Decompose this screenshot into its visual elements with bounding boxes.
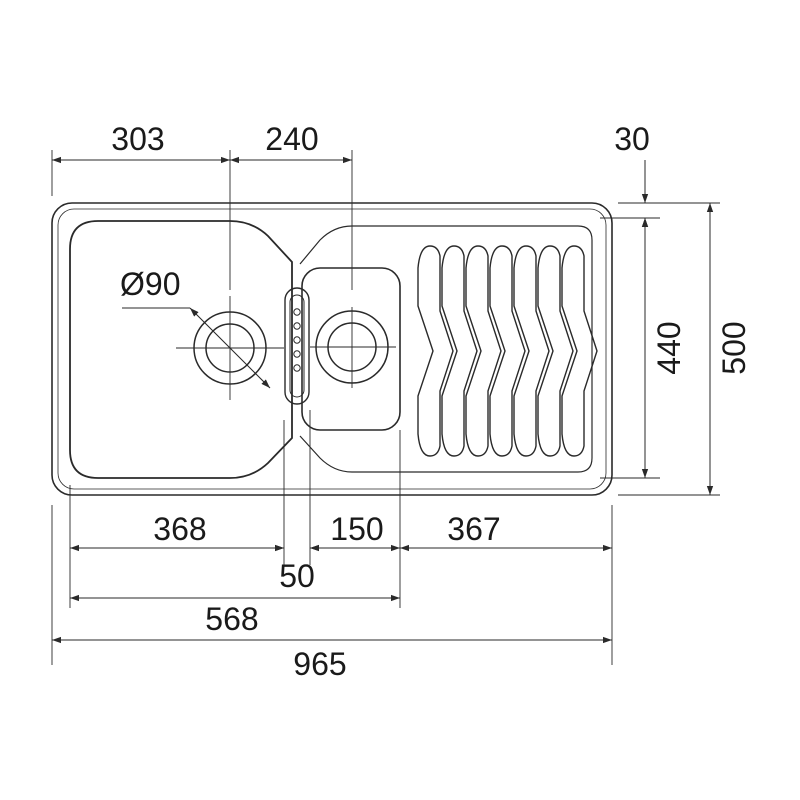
label-right-inner: 440 (651, 321, 687, 374)
label-bottom-left-bowl: 368 (153, 511, 206, 547)
drainer-rib (465, 245, 502, 457)
label-bottom-drainer: 367 (447, 511, 500, 547)
small-bowl (301, 267, 401, 431)
drainer-rib (561, 245, 598, 457)
drain-diameter-leader (122, 307, 271, 389)
drainer-rib (417, 245, 454, 457)
drainer-tray (299, 225, 593, 473)
label-bottom-small-bowl: 150 (330, 511, 383, 547)
label-right-outer: 500 (716, 321, 752, 374)
drainer-rib (537, 245, 574, 457)
drainer-ribs (417, 245, 598, 457)
large-bowl (69, 220, 293, 479)
overflow-hole (293, 350, 301, 358)
label-top-mid: 240 (265, 121, 318, 157)
drainer-rib (513, 245, 550, 457)
label-bottom-568: 568 (205, 601, 258, 637)
overflow-hole (293, 336, 301, 344)
extension-lines (51, 150, 720, 665)
drainer-rib (489, 245, 526, 457)
label-drain-diameter: Ø90 (120, 266, 180, 302)
label-top-right: 30 (614, 121, 650, 157)
small-drain (310, 307, 396, 388)
label-bottom-total: 965 (293, 646, 346, 682)
overflow-slot (284, 287, 310, 405)
label-top-left: 303 (111, 121, 164, 157)
label-bottom-gap: 50 (279, 558, 315, 594)
overflow-hole (293, 364, 301, 372)
sink-outline (51, 202, 613, 496)
overflow-hole (293, 308, 301, 316)
overflow-hole (293, 322, 301, 330)
drainer-rib (441, 245, 478, 457)
dimension-lines (52, 156, 714, 644)
